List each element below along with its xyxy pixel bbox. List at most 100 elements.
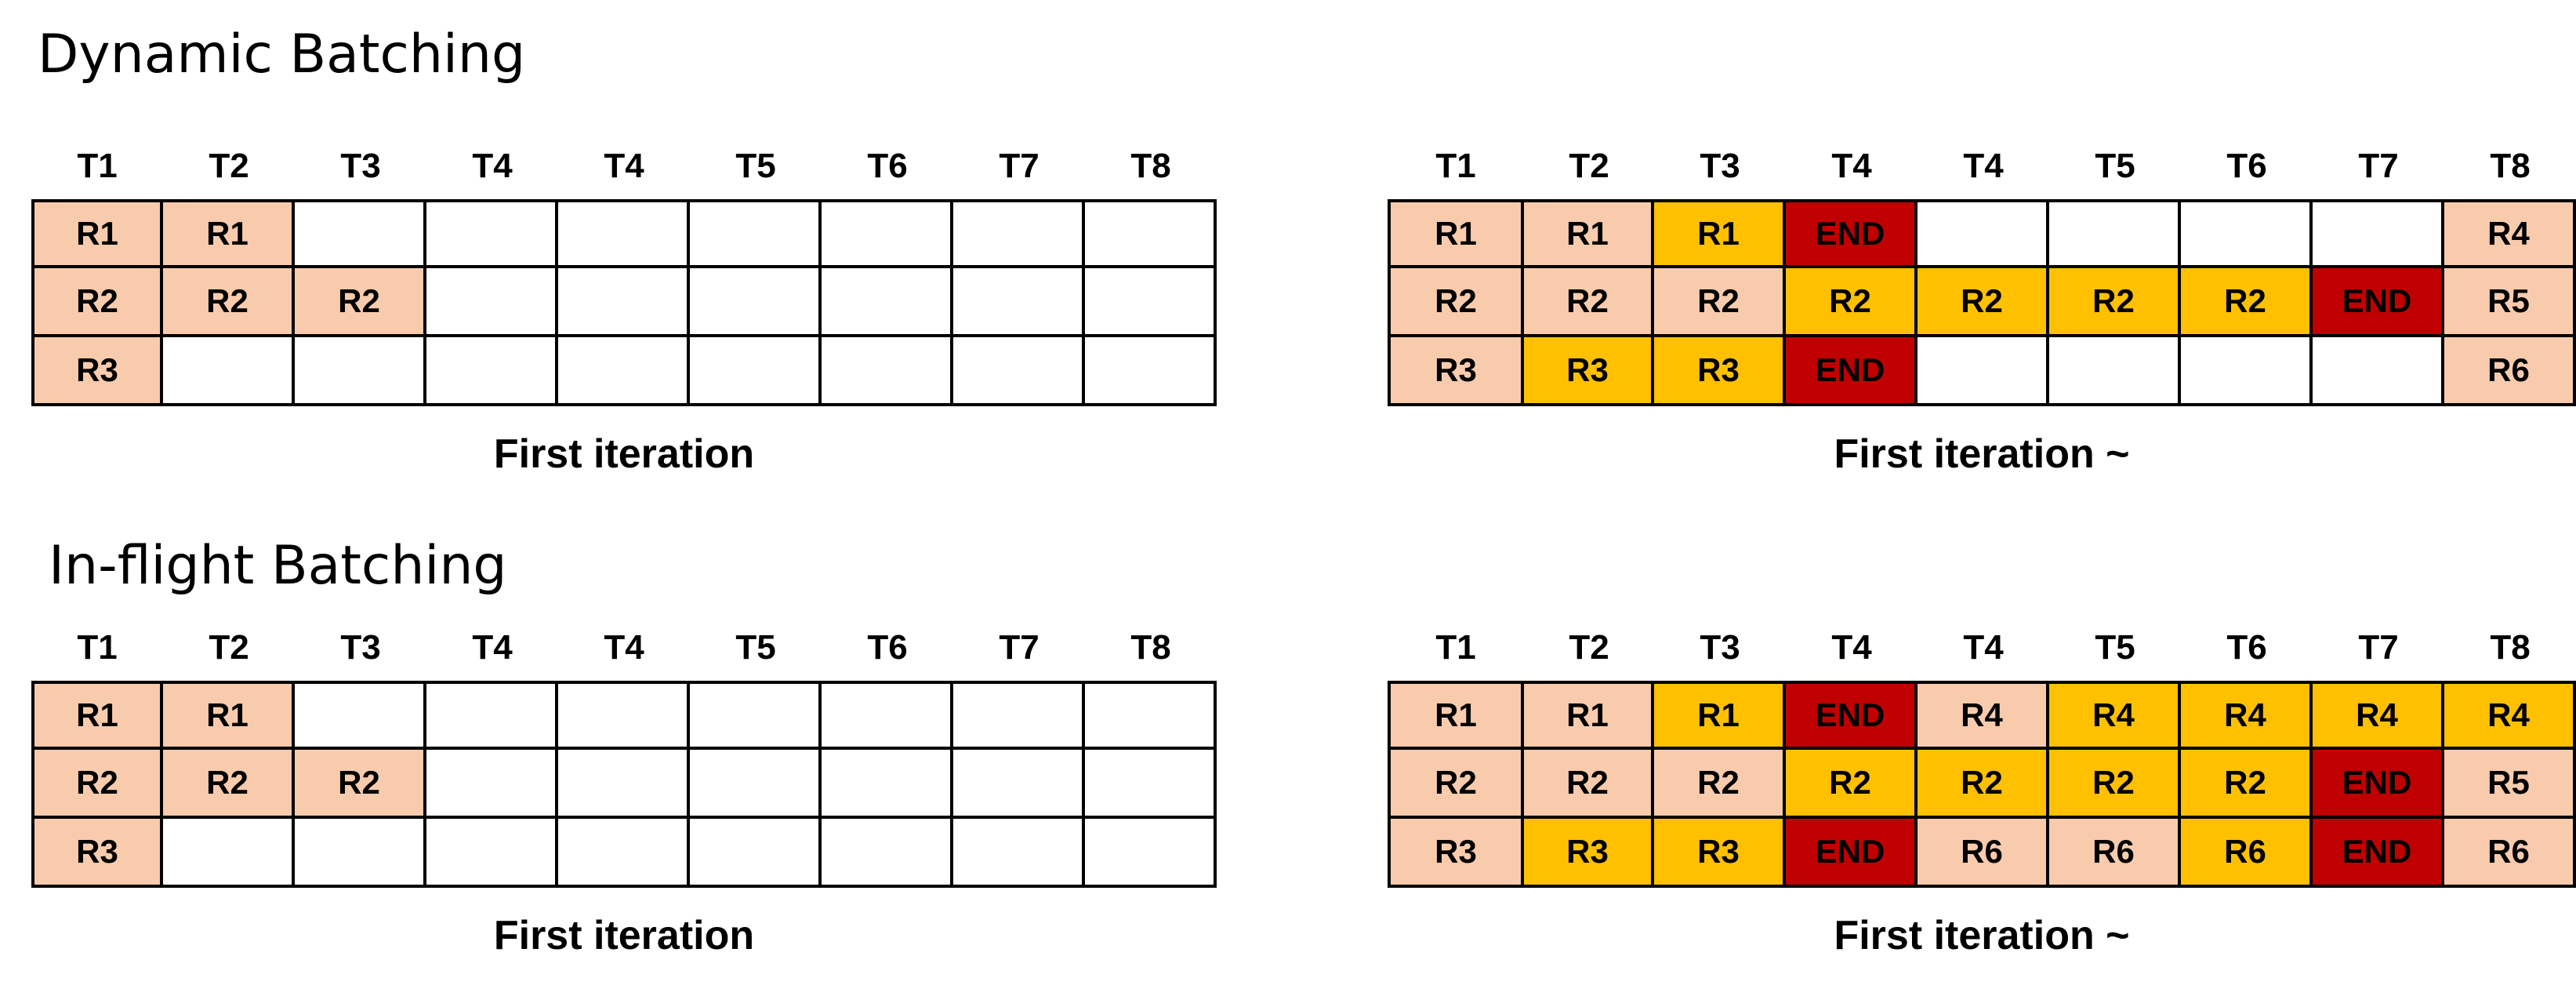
request-slot: R1 (160, 199, 295, 268)
panel-caption: First iteration (493, 431, 755, 477)
request-slot (1082, 681, 1217, 750)
request-slot: R1 (31, 199, 163, 268)
request-slot: R2 (160, 265, 295, 337)
request-slot (423, 681, 558, 750)
request-slot: R6 (2178, 816, 2313, 888)
time-step-label: T4 (1831, 147, 1872, 185)
request-slot (1082, 816, 1217, 888)
request-slot (818, 747, 953, 819)
request-slot: R2 (31, 265, 163, 337)
request-slot (687, 816, 822, 888)
request-slot: R1 (1521, 199, 1654, 268)
request-slot: R3 (1521, 334, 1654, 406)
time-step-label: T3 (340, 147, 381, 185)
request-slot (292, 199, 426, 268)
request-slot (950, 334, 1085, 406)
request-slot (687, 334, 822, 406)
request-slot: R2 (292, 747, 426, 819)
time-step-label: T2 (1569, 628, 1609, 667)
request-slot: R4 (1914, 681, 2049, 750)
request-slot: R6 (2046, 816, 2181, 888)
time-step-label: T4 (1831, 628, 1872, 667)
request-slot (1082, 334, 1217, 406)
request-slot (687, 265, 822, 337)
request-slot: R2 (2046, 747, 2181, 819)
time-step-label: T4 (1963, 628, 2004, 667)
request-slot (1082, 747, 1217, 819)
time-step-label: T5 (2095, 147, 2135, 185)
request-slot (818, 816, 953, 888)
request-slot: R4 (2178, 681, 2313, 750)
request-slot (423, 334, 558, 406)
request-slot: R3 (1521, 816, 1654, 888)
request-slot: R4 (2441, 681, 2576, 750)
time-step-label: T2 (209, 628, 249, 667)
request-slot (2309, 334, 2444, 406)
request-slot (555, 265, 690, 337)
request-slot: R3 (1651, 816, 1786, 888)
time-step-label: T4 (604, 147, 644, 185)
time-step-label: T4 (1963, 147, 2004, 185)
time-step-label: T6 (867, 147, 908, 185)
dynamic-batching-title: Dynamic Batching (38, 24, 526, 85)
time-step-label: T8 (1130, 147, 1171, 185)
panel-caption: First iteration ~ (1834, 913, 2130, 958)
request-slot: END (2309, 747, 2444, 819)
request-slot (2178, 334, 2313, 406)
request-slot (2046, 199, 2181, 268)
request-slot: R6 (2441, 816, 2576, 888)
request-slot: END (2309, 816, 2444, 888)
request-slot (687, 199, 822, 268)
request-slot (2309, 199, 2444, 268)
time-step-label: T7 (2358, 628, 2399, 667)
request-slot (687, 681, 822, 750)
request-slot: R3 (31, 334, 163, 406)
request-slot: R2 (292, 265, 426, 337)
request-slot (423, 265, 558, 337)
request-slot (818, 334, 953, 406)
request-slot: END (1783, 334, 1917, 406)
request-slot (950, 816, 1085, 888)
time-step-label: T1 (77, 628, 118, 667)
panel-caption: First iteration (493, 913, 755, 958)
request-slot (950, 747, 1085, 819)
time-step-label: T4 (472, 147, 513, 185)
time-step-label: T8 (2490, 147, 2531, 185)
request-slot (1914, 199, 2049, 268)
request-slot: R5 (2441, 747, 2576, 819)
request-slot (555, 199, 690, 268)
request-slot: R2 (2178, 265, 2313, 337)
time-step-label: T5 (2095, 628, 2135, 667)
request-slot: R1 (1651, 681, 1786, 750)
request-slot: R2 (1521, 265, 1654, 337)
request-slot: R1 (1651, 199, 1786, 268)
request-slot: R2 (1783, 747, 1917, 819)
request-slot (555, 334, 690, 406)
time-step-label: T4 (472, 628, 513, 667)
time-step-label: T1 (1435, 628, 1476, 667)
time-step-label: T8 (2490, 628, 2531, 667)
time-step-label: T2 (209, 147, 249, 185)
request-slot (1082, 265, 1217, 337)
request-slot: R2 (1521, 747, 1654, 819)
time-step-label: T3 (1700, 147, 1740, 185)
request-slot: R2 (1651, 747, 1786, 819)
request-slot (1914, 334, 2049, 406)
request-slot: R4 (2309, 681, 2444, 750)
request-slot (292, 681, 426, 750)
request-slot (292, 816, 426, 888)
inflight-batching-title: In-flight Batching (49, 535, 507, 597)
request-slot: R1 (1388, 681, 1524, 750)
request-slot: R3 (1388, 816, 1524, 888)
request-slot (1082, 199, 1217, 268)
request-slot (950, 681, 1085, 750)
time-step-label: T8 (1130, 628, 1171, 667)
time-step-label: T3 (340, 628, 381, 667)
request-slot: R3 (31, 816, 163, 888)
request-slot: R2 (1651, 265, 1786, 337)
